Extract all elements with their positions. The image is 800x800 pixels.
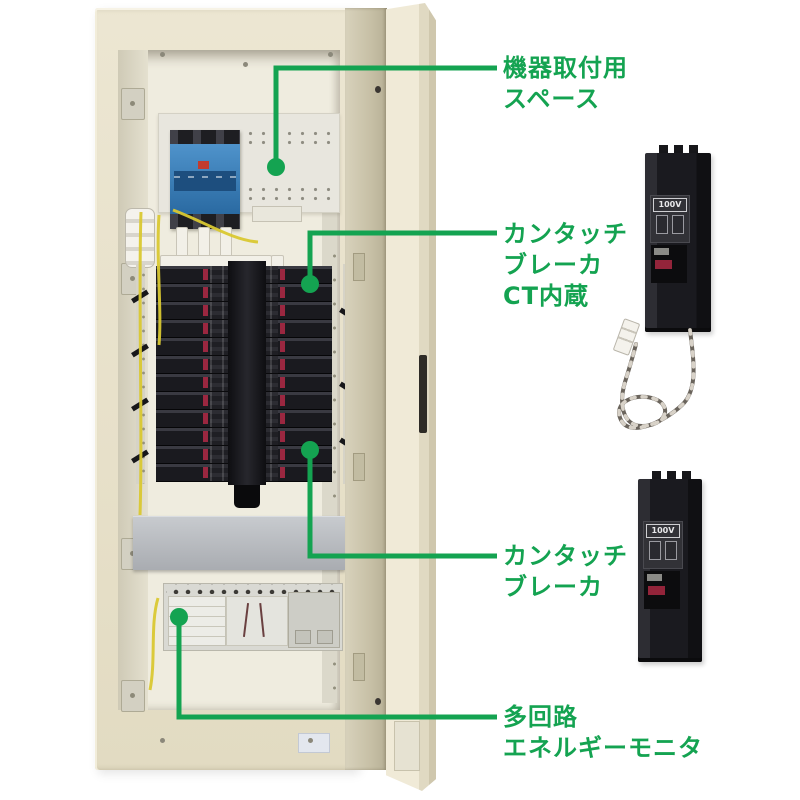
breaker-nameplate: 100V — [643, 521, 683, 569]
branch-breaker-left — [156, 356, 210, 374]
breaker-terminal-windows — [649, 541, 677, 560]
branch-breaker-left — [156, 266, 210, 284]
callout-text-line: スペース — [503, 85, 601, 113]
screw — [328, 52, 333, 57]
breaker-handle — [654, 248, 669, 255]
screw — [160, 52, 165, 57]
terminal-window — [649, 541, 661, 560]
cabinet-door-open — [386, 3, 436, 791]
ct-lead-connector — [612, 318, 641, 356]
monitor-wire — [242, 603, 250, 637]
cabinet-right-side-wall — [345, 8, 387, 770]
callout-label-breaker: カンタッチ ブレーカ — [503, 541, 628, 603]
branch-breaker-right — [278, 302, 332, 320]
branch-breaker-left — [156, 320, 210, 338]
breaker-red-indicator — [655, 260, 672, 269]
terminal-block — [252, 206, 302, 222]
main-circuit-breaker — [170, 130, 240, 229]
product-breaker-standard: 100V — [638, 471, 702, 662]
branch-breaker-right — [278, 266, 332, 284]
breaker-handle — [647, 574, 662, 581]
terminal-window — [656, 215, 668, 234]
monitor-terminal-row — [166, 584, 340, 594]
main-breaker-top-terminals — [170, 130, 240, 144]
breaker-rating-label: 100V — [646, 524, 680, 538]
gray-cover-plate — [133, 516, 345, 570]
callout-label-energy-monitor: 多回路 エネルギーモニタ — [503, 702, 703, 764]
branch-breaker-left — [156, 428, 210, 446]
callout-text-line: 多回路 — [503, 703, 578, 731]
breaker-terminal-windows — [656, 215, 684, 234]
main-breaker-indicator — [198, 161, 209, 169]
branch-breaker-array — [131, 261, 357, 508]
standoff-insulator — [125, 208, 155, 268]
branch-breaker-left — [156, 302, 210, 320]
branch-breaker-right — [278, 284, 332, 302]
callout-text-line: ブレーカ — [503, 573, 603, 601]
multi-circuit-energy-monitor-unit — [163, 583, 343, 651]
monitor-module — [226, 596, 288, 646]
branch-breaker-right — [278, 446, 332, 464]
branch-breaker-left — [156, 284, 210, 302]
callout-text-line: ブレーカ — [503, 251, 603, 279]
callout-text-line: カンタッチ — [503, 220, 628, 248]
screw — [160, 738, 165, 743]
breaker-rating-label: 100V — [653, 198, 687, 212]
callout-text-line: CT内蔵 — [503, 282, 589, 310]
screw — [243, 62, 248, 67]
callout-text-line: エネルギーモニタ — [503, 734, 703, 762]
vent-slot — [353, 653, 365, 681]
mounting-tab — [317, 630, 333, 644]
breaker-body — [638, 479, 702, 662]
breaker-top-teeth — [652, 471, 696, 480]
branch-breaker-left — [156, 464, 210, 482]
screw — [308, 738, 313, 743]
callout-label-mounting-space: 機器取付用 スペース — [503, 53, 628, 115]
callout-text-line: 機器取付用 — [503, 54, 628, 82]
vent-slot — [353, 453, 365, 481]
main-breaker-body — [170, 144, 240, 214]
branch-breaker-left — [156, 392, 210, 410]
terminal-window — [672, 215, 684, 234]
busbar-trunk-end-cap — [234, 485, 260, 508]
branch-breaker-right — [278, 410, 332, 428]
latch-catch — [375, 86, 381, 93]
branch-breaker-left — [156, 446, 210, 464]
breaker-nameplate: 100V — [650, 195, 690, 243]
product-breaker-ct-with-lead: 100V — [645, 145, 711, 332]
branch-breaker-right — [278, 374, 332, 392]
branch-breaker-left — [156, 410, 210, 428]
branch-breaker-right — [278, 428, 332, 446]
branch-breaker-right — [278, 356, 332, 374]
branch-breaker-right — [278, 320, 332, 338]
monitor-wire — [259, 602, 265, 638]
monitor-module — [168, 596, 226, 646]
branch-breaker-left — [156, 374, 210, 392]
callout-label-breaker-ct: カンタッチ ブレーカ CT内蔵 — [503, 219, 628, 312]
distribution-board-cabinet — [95, 8, 357, 770]
breaker-red-indicator — [648, 586, 665, 595]
breaker-switch-area — [644, 571, 680, 609]
branch-breaker-right — [278, 464, 332, 482]
breaker-top-teeth — [659, 145, 703, 154]
rating-sticker — [298, 733, 330, 753]
latch-catch — [375, 698, 381, 705]
center-busbar-trunk — [228, 261, 266, 485]
breaker-switch-area — [651, 245, 687, 283]
branch-breaker-right — [278, 392, 332, 410]
door-handle-recess — [419, 355, 427, 433]
monitor-mounting-plate — [288, 592, 340, 648]
terminal-window — [665, 541, 677, 560]
branch-breaker-right — [278, 338, 332, 356]
callout-text-line: カンタッチ — [503, 542, 628, 570]
branch-breaker-left — [156, 338, 210, 356]
mounting-tab — [295, 630, 311, 644]
vent-slot — [353, 253, 365, 281]
hinge-bracket — [121, 680, 145, 712]
door-label-sticker — [394, 721, 420, 771]
main-breaker-nameplate — [174, 171, 236, 191]
hinge-bracket — [121, 88, 145, 120]
